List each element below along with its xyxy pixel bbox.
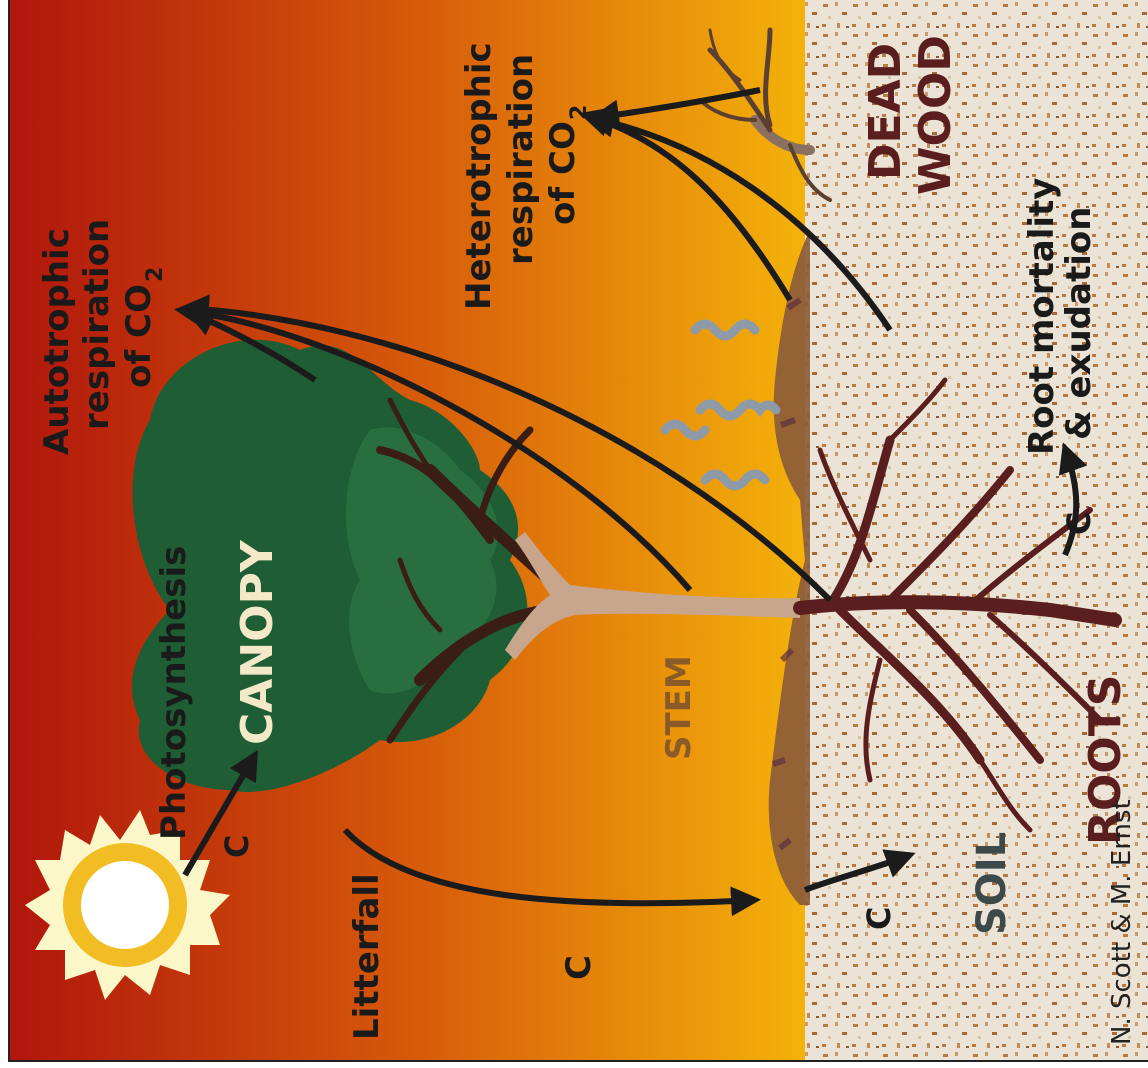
credit-text: N. Scott & M. Ernst [1107,799,1137,1045]
canopy-label: CANOPY [232,539,283,745]
root-mortality-label-line2: & exudation [1059,207,1099,440]
dead-label: DEAD [860,43,911,180]
heterotrophic-label-line3: of CO [543,121,583,225]
carbon-label-roots: C [1060,512,1098,535]
heterotrophic-label-line2: respiration [501,54,541,265]
photosynthesis-label: Photosynthesis [154,546,194,840]
root-mortality-label-line1: Root mortality [1022,178,1062,455]
stem-label: STEM [659,655,699,760]
litterfall-label: Litterfall [347,873,387,1040]
autotrophic-label-line1: Autotrophic [37,228,77,455]
autotrophic-label-line2: respiration [77,219,117,430]
autotrophic-label-line3: of CO [119,284,159,388]
carbon-label-soil: C [860,907,898,930]
wood-label: WOOD [910,35,961,195]
carbon-label-litterfall: C [559,955,599,980]
carbon-cycle-diagram: Autotrophic respiration of CO 2 Heterotr… [8,0,1148,1062]
soil-label: SOIL [969,832,1015,935]
heterotrophic-label-line1: Heterotrophic [459,42,499,310]
heterotrophic-subscript: 2 [567,105,592,120]
carbon-label-photosynthesis: C [218,835,256,858]
autotrophic-subscript: 2 [143,267,168,282]
